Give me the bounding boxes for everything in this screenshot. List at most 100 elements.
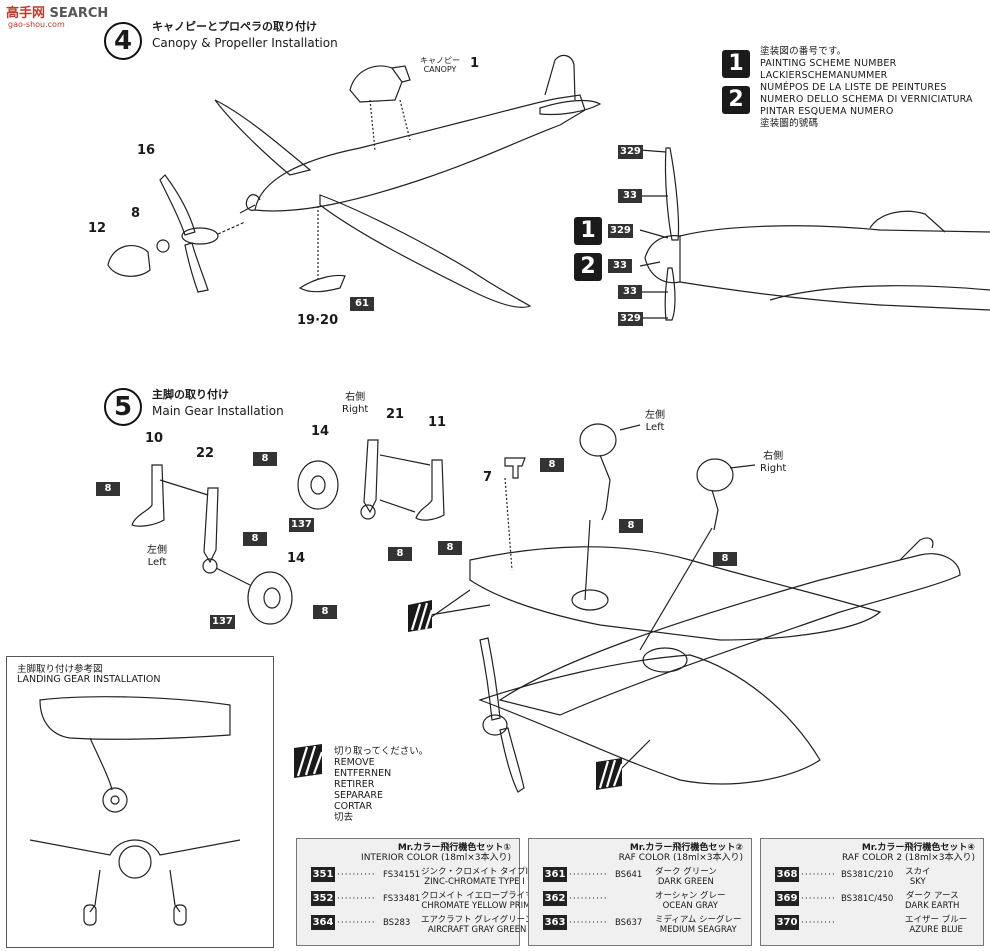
dot-leader: ··········: [569, 918, 608, 928]
left-label-wheel: 左側 Left: [645, 410, 665, 434]
scheme-badge-1: 1: [722, 50, 750, 78]
color-code: BS381C/210: [841, 870, 894, 880]
left-label-jp: 左側: [645, 410, 665, 421]
left-label-jp: 左側: [147, 545, 167, 556]
part-number-1: 1: [470, 56, 480, 71]
assembled-wheel-right: [696, 458, 734, 492]
gear-door-11: [415, 459, 445, 521]
prop-color-329-mid: 329: [608, 224, 633, 238]
color-row: 352 ·········· FS33481 クロメイト イエロープライマー C…: [311, 891, 542, 911]
remove-line: SEPARARE: [334, 790, 383, 801]
step5-number: 5: [104, 388, 142, 426]
color-row: 362 ·········· オーシャン グレー OCEAN GRAY: [543, 891, 765, 911]
remove-line: 切去: [334, 812, 354, 823]
right-label-en: Right: [342, 404, 369, 415]
scheme-line: LACKIERSCHEMANUMMER: [760, 70, 888, 81]
color-code: BS283: [383, 918, 411, 928]
prop-color-33-mid: 33: [608, 259, 632, 273]
spitfire-fuselage: [254, 94, 586, 212]
wheel-14-right: [297, 460, 339, 510]
color-table-subtitle: INTERIOR COLOR (18ml×3本入り): [361, 853, 511, 863]
wheel-14-left: [247, 571, 293, 625]
remove-line: CORTAR: [334, 801, 373, 812]
step4-title-jp: キャノピーとプロペラの取り付け: [152, 20, 317, 33]
part-number-8: 8: [131, 206, 141, 221]
inset-title-en: LANDING GEAR INSTALLATION: [17, 674, 161, 685]
color-code-61: 61: [350, 297, 374, 311]
color-num: 369: [775, 891, 799, 906]
scheme-line: 塗装図の番号です。: [760, 46, 847, 57]
spinner-part: [107, 244, 151, 277]
color-name-jp: ジンク・クロメイト タイプI: [421, 867, 529, 877]
dot-leader: ·········: [801, 918, 836, 928]
left-label-en: Left: [147, 557, 167, 568]
color-row: 370 ········· エイザー ブルー AZURE BLUE: [775, 915, 990, 935]
color-name-jp: ダーク グリーン: [655, 867, 717, 877]
color-row: 351 ·········· FS34151 ジンク・クロメイト タイプI ZI…: [311, 867, 533, 887]
spitfire-tail: [544, 54, 576, 101]
color-row: 364 ·········· BS283 エアクラフト グレイグリーン AIRC…: [311, 915, 533, 935]
dot-leader: ·········: [801, 870, 836, 880]
color-row: 361 ·········· BS641 ダーク グリーン DARK GREEN: [543, 867, 765, 887]
color-num: 368: [775, 867, 799, 882]
color-code-137: 137: [210, 615, 235, 629]
scheme-line: 塗装圖的號碼: [760, 118, 819, 129]
radiator-part: [298, 274, 346, 293]
watermark-text: SEARCH: [49, 6, 109, 21]
watermark-site: gao-shou.com: [8, 20, 65, 29]
part-number-7: 7: [483, 470, 493, 485]
color-name-en: DARK GREEN: [657, 877, 714, 887]
part-number-14-upper: 14: [311, 424, 330, 439]
color-name-en: CHROMATE YELLOW PRIMER: [421, 901, 542, 911]
watermark: 高手网 SEARCH: [6, 2, 108, 21]
color-code-8: 8: [540, 458, 564, 472]
color-name-en: AIRCRAFT GRAY GREEN: [427, 925, 527, 935]
scheme-line: NUMERO DELLO SCHEMA DI VERNICIATURA: [760, 94, 973, 105]
color-name-jp: ダーク アース: [905, 891, 959, 901]
scheme-propeller: [664, 147, 680, 241]
part-number-22: 22: [196, 446, 215, 461]
color-table-subtitle: RAF COLOR 2 (18ml×3本入り): [842, 853, 975, 863]
dot-leader: ··········: [569, 870, 608, 880]
canopy-label-en: CANOPY: [423, 65, 457, 74]
left-label-lower: 左側 Left: [147, 545, 167, 569]
right-label-jp: 右側: [345, 392, 366, 403]
color-name-en: MEDIUM SEAGRAY: [659, 925, 737, 935]
prop-color-329-bottom: 329: [618, 312, 643, 326]
color-code-8: 8: [253, 452, 277, 466]
part-number-19-20: 19·20: [297, 313, 339, 328]
dot-leader: ··········: [337, 894, 376, 904]
color-code-8: 8: [96, 482, 120, 496]
right-label-upper: 右側 Right: [342, 392, 368, 416]
color-code: FS34151: [383, 870, 421, 880]
prop-color-329-top: 329: [618, 145, 643, 159]
color-name-en: DARK EARTH: [905, 901, 960, 911]
color-code-8: 8: [313, 605, 337, 619]
prop-scheme-badge-2: 2: [574, 253, 602, 281]
remove-line: REMOVE: [334, 757, 375, 768]
prop-color-33-bottom: 33: [618, 285, 642, 299]
color-code-137: 137: [289, 518, 314, 532]
color-num: 363: [543, 915, 567, 930]
gear-door-10: [131, 464, 165, 527]
inset-front-view: [29, 839, 241, 856]
color-table-title: Mr.カラー飛行機色セット①: [397, 843, 511, 853]
color-code-8: 8: [438, 541, 462, 555]
color-code-8: 8: [243, 532, 267, 546]
dot-leader: ··········: [569, 894, 608, 904]
color-num: 370: [775, 915, 799, 930]
dot-leader: ··········: [337, 870, 376, 880]
dot-leader: ··········: [337, 918, 376, 928]
propeller-blades: [159, 174, 196, 236]
canopy-label-jp: キャノピー: [420, 56, 460, 65]
right-label-en: Right: [760, 463, 787, 474]
color-table-header: Mr.カラー飛行機色セット① INTERIOR COLOR (18ml×3本入り…: [361, 843, 511, 863]
color-name-en: SKY: [909, 877, 926, 887]
underside-wing: [469, 546, 882, 641]
color-name-jp: ミディアム シーグレー: [655, 915, 742, 925]
color-code-8: 8: [713, 552, 737, 566]
color-code: BS637: [615, 918, 643, 928]
underside-propeller: [479, 637, 501, 721]
scheme-badge-2: 2: [722, 86, 750, 114]
